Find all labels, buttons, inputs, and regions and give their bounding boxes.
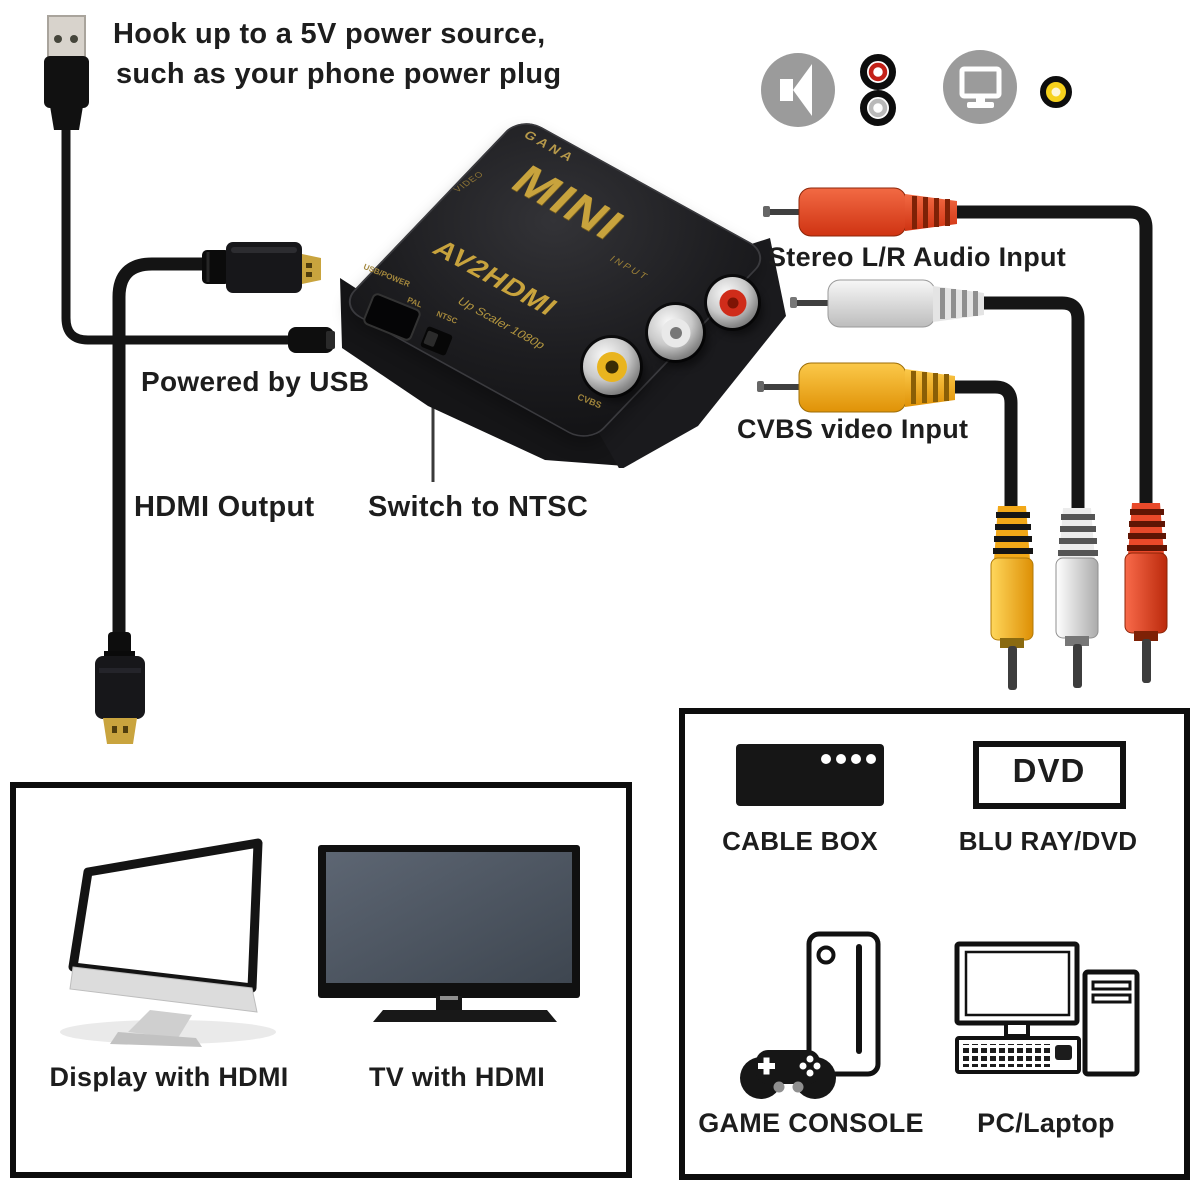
power-note-line2: such as your phone power plug — [116, 58, 562, 90]
converter-box: GANA VIDEO MINI AV2HDMI Up Scaler 1080p … — [338, 108, 795, 468]
game-console-icon — [740, 931, 881, 1099]
usb-plug — [44, 15, 89, 130]
sources-box — [679, 708, 1190, 1180]
game-console-label: GAME CONSOLE — [698, 1108, 924, 1138]
rca-plug-white — [790, 279, 984, 328]
stereo-audio-input-label: Stereo L/R Audio Input — [768, 242, 1067, 272]
hdmi-output-cable — [112, 257, 234, 636]
usb-power-cable — [61, 124, 335, 353]
audio-speaker-icon — [761, 53, 835, 127]
tv-display-icon — [943, 50, 1017, 124]
rca-plug-yellow-down — [990, 506, 1034, 690]
dvd-badge: DVD — [1012, 752, 1086, 789]
hdmi-output-label: HDMI Output — [134, 491, 315, 523]
pc-laptop-icon — [954, 941, 1140, 1077]
cvbs-video-input-label: CVBS video Input — [737, 414, 969, 444]
rca-plug-yellow — [757, 362, 955, 413]
pc-laptop-label: PC/Laptop — [977, 1108, 1115, 1138]
cable-box-label: CABLE BOX — [722, 826, 878, 856]
displays-box — [10, 782, 632, 1178]
red-audio-jack — [707, 277, 758, 328]
tv-with-hdmi-label: TV with HDMI — [368, 1062, 546, 1092]
rca-red-jack-icon — [860, 54, 896, 90]
tv-image — [318, 845, 580, 1022]
cable-box-icon — [736, 744, 884, 806]
yellow-video-jack — [583, 338, 640, 395]
rca-white-jack-icon — [860, 90, 896, 126]
display-with-hdmi-label: Display with HDMI — [49, 1062, 289, 1092]
hdmi-connector-bottom — [95, 632, 145, 744]
rca-plug-red-down — [1124, 503, 1168, 683]
rca-plug-white-down — [1055, 508, 1099, 688]
blu-ray-dvd-label: BLU RAY/DVD — [958, 826, 1138, 856]
switch-to-ntsc-label: Switch to NTSC — [368, 491, 589, 523]
imac-display-image — [60, 838, 276, 1047]
powered-by-usb-label: Powered by USB — [141, 366, 370, 397]
dvd-player-icon — [973, 741, 1126, 809]
hdmi-plug — [202, 242, 321, 293]
power-note-line1: Hook up to a 5V power source, — [113, 18, 546, 50]
rca-yellow-jack-icon — [1040, 76, 1072, 108]
rca-cables — [946, 205, 1153, 510]
rca-plug-red — [763, 187, 957, 237]
white-audio-jack — [648, 305, 703, 360]
